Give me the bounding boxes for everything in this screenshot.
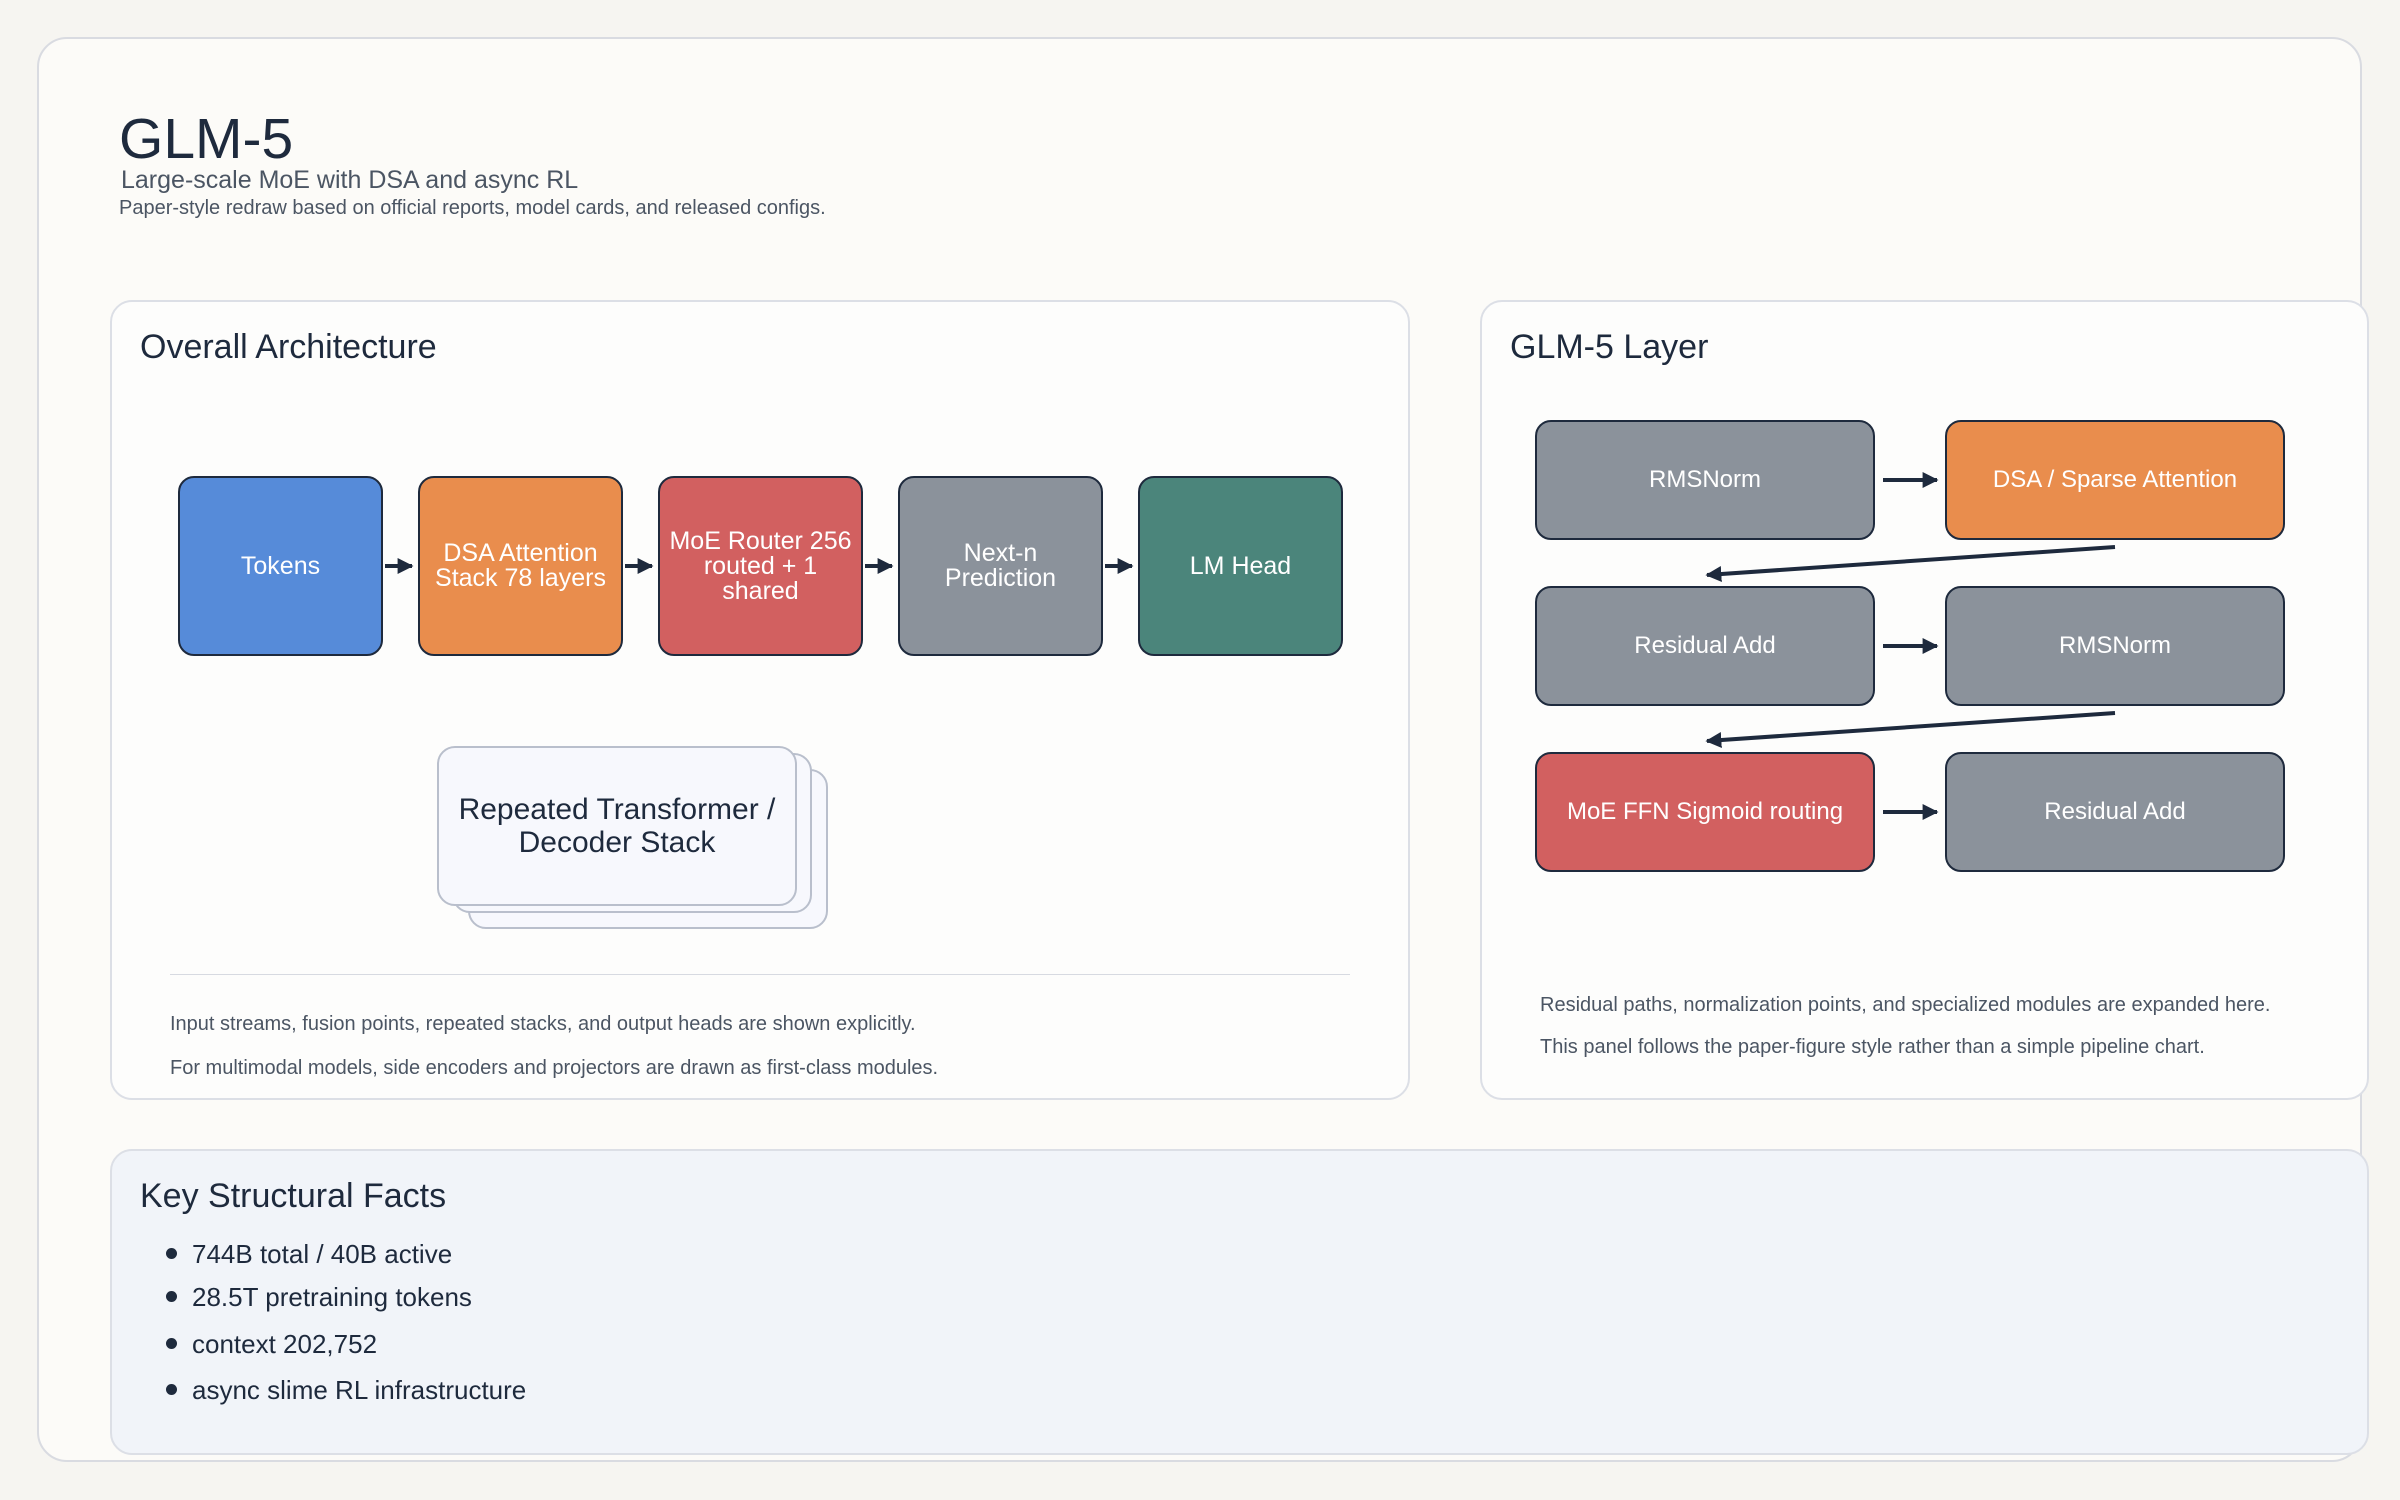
layer-residual-add-1: Residual Add: [1535, 586, 1875, 706]
stack-card-front: Repeated Transformer / Decoder Stack: [437, 746, 797, 906]
fact-text: context 202,752: [192, 1329, 378, 1359]
page-subtitle: Large-scale MoE with DSA and async RL: [121, 166, 579, 194]
layer-moe-ffn: MoE FFN Sigmoid routing: [1535, 752, 1875, 872]
bullet-icon: [166, 1338, 177, 1349]
block-next-n-prediction: Next-n Prediction: [898, 476, 1103, 656]
bullet-icon: [166, 1384, 177, 1395]
architecture-note-1: Input streams, fusion points, repeated s…: [170, 1013, 916, 1035]
block-lm-head: LM Head: [1138, 476, 1343, 656]
arrow-dsa-to-residual: [1705, 545, 2116, 582]
layer-residual-add-2: Residual Add: [1945, 752, 2285, 872]
bullet-icon: [166, 1248, 177, 1259]
panel-title-facts: Key Structural Facts: [140, 1177, 447, 1215]
panel-divider: [170, 974, 1350, 975]
figure-sheet: GLM-5 Large-scale MoE with DSA and async…: [37, 37, 2369, 1462]
bullet-icon: [166, 1291, 177, 1302]
overall-architecture-panel: Overall Architecture Tokens DSA Attentio…: [110, 300, 1410, 1100]
layer-note-1: Residual paths, normalization points, an…: [1540, 994, 2271, 1016]
fact-text: 28.5T pretraining tokens: [192, 1282, 472, 1312]
panel-title-layer: GLM-5 Layer: [1510, 328, 1709, 366]
fact-text: 744B total / 40B active: [192, 1239, 453, 1269]
stack-label: Repeated Transformer / Decoder Stack: [458, 793, 776, 859]
page-caption: Paper-style redraw based on official rep…: [119, 197, 826, 219]
block-dsa-attention-stack: DSA Attention Stack 78 layers: [418, 476, 623, 656]
block-moe-router: MoE Router 256 routed + 1 shared: [658, 476, 863, 656]
layer-rmsnorm-1: RMSNorm: [1535, 420, 1875, 540]
layer-note-2: This panel follows the paper-figure styl…: [1540, 1036, 2205, 1058]
block-tokens: Tokens: [178, 476, 383, 656]
panel-title-architecture: Overall Architecture: [140, 328, 437, 366]
layer-arrows: [1705, 472, 2116, 820]
architecture-arrows: [385, 558, 1134, 574]
glm5-layer-panel: GLM-5 Layer RMSNorm DSA / Sparse Attenti…: [1480, 300, 2369, 1100]
architecture-note-2: For multimodal models, side encoders and…: [170, 1057, 939, 1079]
key-facts-panel: Key Structural Facts 744B total / 40B ac…: [110, 1149, 2369, 1455]
arrow-rmsnorm-to-moe: [1705, 711, 2116, 748]
fact-text: async slime RL infrastructure: [192, 1375, 527, 1405]
layer-dsa-sparse-attention: DSA / Sparse Attention: [1945, 420, 2285, 540]
layer-rmsnorm-2: RMSNorm: [1945, 586, 2285, 706]
page-title: GLM-5: [119, 107, 294, 171]
